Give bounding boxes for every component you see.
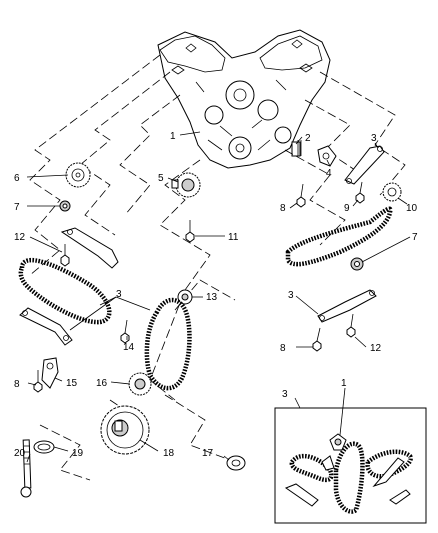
chain-guide-upper-left: [60, 227, 119, 269]
cam-sprocket-right: [382, 182, 402, 202]
callout-10: 10: [406, 203, 418, 214]
primary-timing-chain: [144, 297, 192, 391]
timing-chain-left: [18, 257, 112, 325]
callout-16: 16: [96, 378, 108, 389]
engine-block: [157, 29, 331, 169]
washer-left: [59, 200, 71, 212]
dashed-guide-lines: [29, 54, 406, 481]
callout-6: 6: [14, 173, 20, 184]
leader-lines: [26, 131, 411, 463]
callout-19: 19: [72, 448, 84, 459]
bolt-8-upper-right: [296, 183, 306, 208]
callout-20: 20: [14, 448, 26, 459]
callout-15: 15: [66, 378, 78, 389]
seal-17: [226, 455, 246, 471]
callout-13: 13: [206, 292, 218, 303]
callout-12-right: 12: [370, 343, 382, 354]
callout-8-upper-right: 8: [280, 203, 286, 214]
callout-1: 1: [170, 131, 176, 142]
bolt-8-lower-left: [33, 370, 43, 393]
callout-7-right: 7: [412, 232, 418, 243]
washer-19: [33, 440, 55, 454]
washer-13: [177, 289, 193, 305]
callout-4: 4: [326, 168, 332, 179]
bolt-11: [185, 220, 195, 243]
callout-18: 18: [163, 448, 175, 459]
crank-sprocket-16: [128, 372, 152, 396]
callout-11: 11: [228, 232, 239, 243]
callout-1-inset: 1: [341, 378, 347, 389]
callout-9: 9: [344, 203, 350, 214]
washer-right: [350, 257, 364, 271]
bolt-12-left: [60, 244, 70, 267]
chain-tensioner-right: [317, 145, 337, 167]
callout-17: 17: [202, 448, 214, 459]
callout-3-left: 3: [116, 289, 122, 300]
chain-guide-lower-left: [19, 307, 73, 346]
callout-7-left: 7: [14, 202, 20, 213]
bolt-12-right: [346, 313, 356, 338]
cam-sprocket-left: [65, 162, 91, 188]
callout-labels: 1 2 3 4 5 6 7 8 9 10 11 12 7 13 3 3 14 8…: [14, 131, 418, 459]
chain-tensioner-left: [41, 357, 59, 389]
callout-8-lower-left: 8: [14, 379, 20, 390]
callout-5: 5: [158, 173, 164, 184]
bolt-20-long: [20, 439, 32, 498]
pin-2: [297, 140, 302, 156]
callout-2: 2: [305, 133, 311, 144]
chain-guide-upper-right: [344, 145, 385, 185]
callout-14: 14: [123, 342, 135, 353]
idler-sprocket-5: [171, 172, 201, 198]
callout-8-lower-right: 8: [280, 343, 286, 354]
callout-3-upper-right: 3: [371, 133, 377, 144]
callout-3-lower-right: 3: [288, 290, 294, 301]
crank-gear-18: [100, 405, 150, 455]
timing-chain-right: [285, 206, 393, 267]
chain-guide-lower-right: [317, 289, 377, 323]
inset-detail-box: [274, 407, 427, 524]
callout-12-left: 12: [14, 232, 26, 243]
bolt-8-lower-right: [312, 327, 322, 352]
bolt-14: [120, 319, 130, 344]
callout-3-inset: 3: [282, 389, 288, 400]
bolt-9: [355, 181, 365, 204]
